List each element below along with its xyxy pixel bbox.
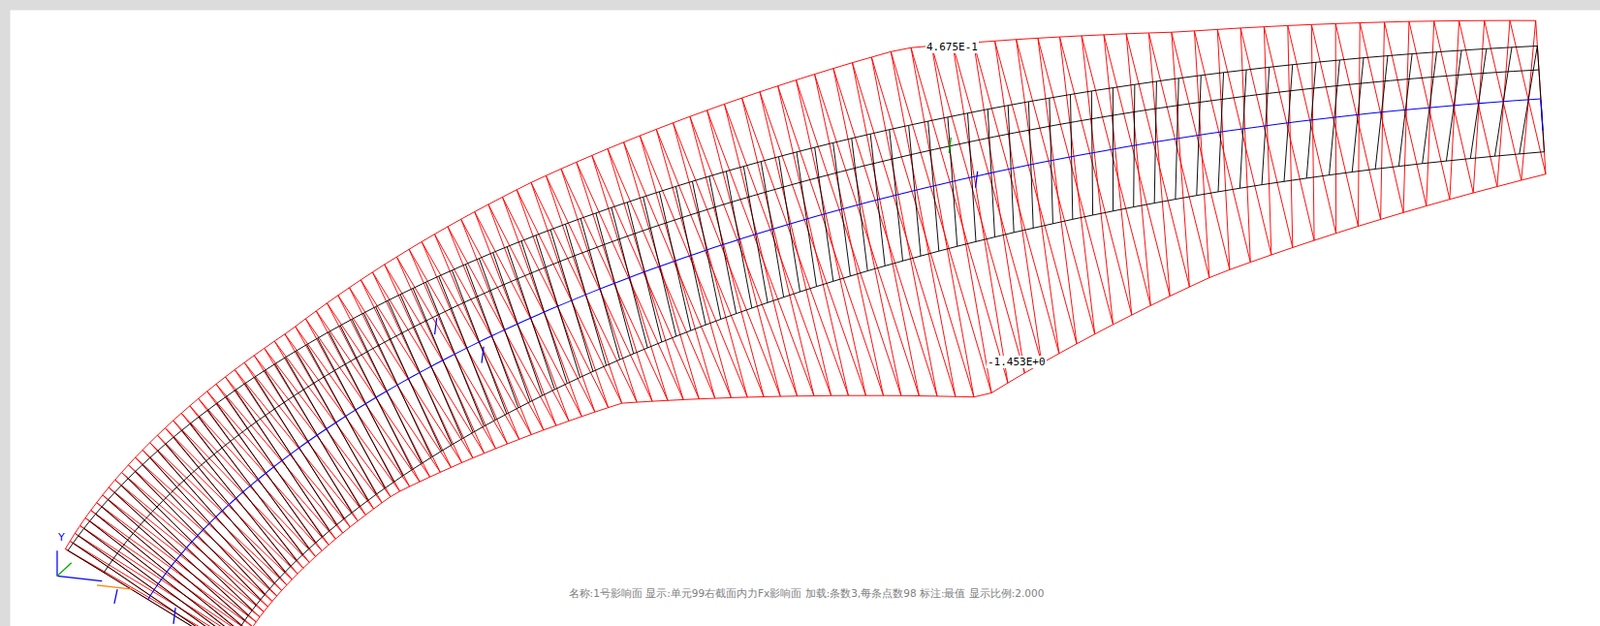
mesh-line <box>103 69 1539 573</box>
deck-mesh <box>67 45 1544 626</box>
mesh-line <box>1536 20 1546 174</box>
mesh-line <box>69 20 1546 626</box>
mesh-line <box>64 20 1536 626</box>
influence-ordinates <box>64 20 1546 626</box>
mesh-line <box>64 20 1536 549</box>
canvas <box>10 10 1600 626</box>
caption: 名称:1号影响面 显示:单元99右截面内力Fx影响面 加载:条数3,每条点数98… <box>566 587 1047 601</box>
mesh-line <box>67 550 228 626</box>
mesh-line <box>236 174 1546 626</box>
axis-glyph <box>57 99 1543 625</box>
mesh-line <box>72 542 228 626</box>
axis-label: Y <box>58 531 65 544</box>
center-line <box>148 98 1541 600</box>
max-value-label: 4.675E-1 <box>925 40 979 54</box>
mesh-line <box>67 45 1538 551</box>
min-value-label: -1.453E+0 <box>986 355 1047 369</box>
mesh-line <box>227 152 1544 626</box>
mesh-line <box>84 528 234 626</box>
mesh-line <box>148 98 1541 600</box>
